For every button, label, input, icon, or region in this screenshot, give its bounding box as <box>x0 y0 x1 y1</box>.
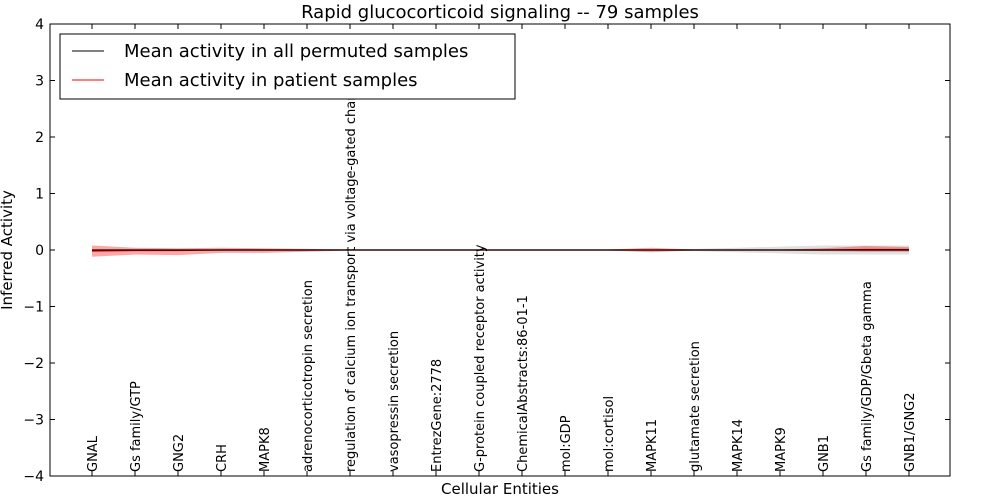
x-tick-label: Gs family/GTP <box>129 381 144 472</box>
x-tick-label: EntrezGene:2778 <box>430 359 445 472</box>
legend: Mean activity in all permuted samples Me… <box>59 33 516 100</box>
x-tick-label: mol:cortisol <box>602 396 617 472</box>
x-tick-label: ChemicalAbstracts:86-01-1 <box>516 295 531 472</box>
x-tick-label: G-protein coupled receptor activity <box>473 244 488 472</box>
x-tick-label: CRH <box>215 444 230 472</box>
chart-title: Rapid glucocorticoid signaling -- 79 sam… <box>301 2 699 23</box>
y-tick-label: −2 <box>23 356 44 372</box>
legend-label-permuted: Mean activity in all permuted samples <box>124 41 468 62</box>
x-tick-label: regulation of calcium ion transport via … <box>344 73 359 472</box>
y-tick-label: 0 <box>35 243 44 259</box>
x-tick-label: MAPK9 <box>774 427 789 472</box>
x-tick-label: GNAL <box>86 435 101 472</box>
x-tick-label: MAPK14 <box>731 419 746 472</box>
y-tick-label: −3 <box>23 413 44 429</box>
x-tick-label: MAPK8 <box>258 427 273 472</box>
y-tick-label: 2 <box>35 130 44 146</box>
y-tick-label: 3 <box>35 74 44 90</box>
x-tick-label: GNB1/GNG2 <box>903 392 918 472</box>
x-tick-label: MAPK11 <box>645 419 660 472</box>
y-tick-label: 4 <box>35 17 44 33</box>
plot-area <box>91 245 909 257</box>
x-tick-label: glutamate secretion <box>688 341 703 472</box>
y-tick-label: −4 <box>23 469 44 485</box>
y-axis-label: Inferred Activity <box>0 190 16 310</box>
y-tick-label: −1 <box>23 300 44 316</box>
x-tick-label: Gs family/GDP/Gbeta gamma <box>860 281 875 472</box>
x-tick-label: adrenocorticotropin secretion <box>301 280 316 472</box>
x-tick-label: vasopressin secretion <box>387 331 402 472</box>
legend-box <box>59 33 516 100</box>
x-tick-label: GNG2 <box>172 434 187 472</box>
y-axis: −4 −3 −2 −1 0 1 2 3 4 <box>23 17 950 485</box>
legend-label-patient: Mean activity in patient samples <box>124 70 418 91</box>
x-axis: GNAL Gs family/GTP GNG2 CRH MAPK8 adrenocorti… <box>86 24 918 476</box>
x-tick-label: GNB1 <box>817 435 832 472</box>
x-axis-label: Cellular Entities <box>441 480 559 498</box>
x-tick-label: mol:GDP <box>559 415 574 472</box>
y-tick-label: 1 <box>35 187 44 203</box>
series-band-1 <box>92 245 909 257</box>
